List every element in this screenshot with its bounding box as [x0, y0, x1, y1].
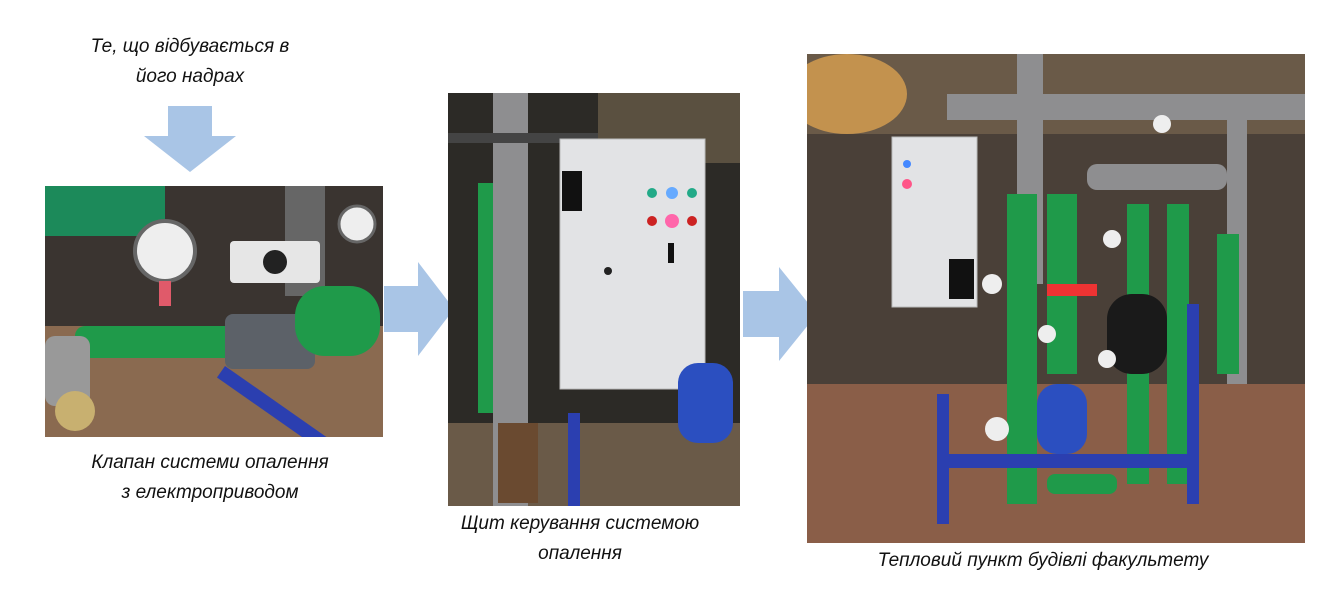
heating-station-caption: Тепловий пункт будівлі факультету [820, 546, 1266, 576]
heating-station-caption-line1: Тепловий пункт будівлі факультету [877, 550, 1209, 571]
valve-caption-line1: Клапан системи опалення [91, 452, 329, 473]
top-caption-line2: його надрах [135, 66, 245, 87]
right-arrow-icon [384, 262, 454, 356]
control-panel-caption: Щит керування системою опалення [430, 509, 730, 569]
control-panel-caption-line1: Щит керування системою [460, 513, 700, 534]
valve-caption-line2: з електроприводом [121, 482, 299, 503]
top-caption: Те, що відбувається в його надрах [40, 32, 340, 92]
control-panel-caption-line2: опалення [538, 543, 622, 564]
valve-photo [45, 186, 383, 437]
control-panel-photo [448, 93, 740, 506]
right-arrow-icon [743, 267, 817, 361]
down-arrow-icon [144, 106, 236, 172]
valve-caption: Клапан системи опалення з електроприводо… [40, 448, 380, 508]
top-caption-line1: Те, що відбувається в [90, 36, 290, 57]
heating-station-photo [807, 54, 1305, 543]
